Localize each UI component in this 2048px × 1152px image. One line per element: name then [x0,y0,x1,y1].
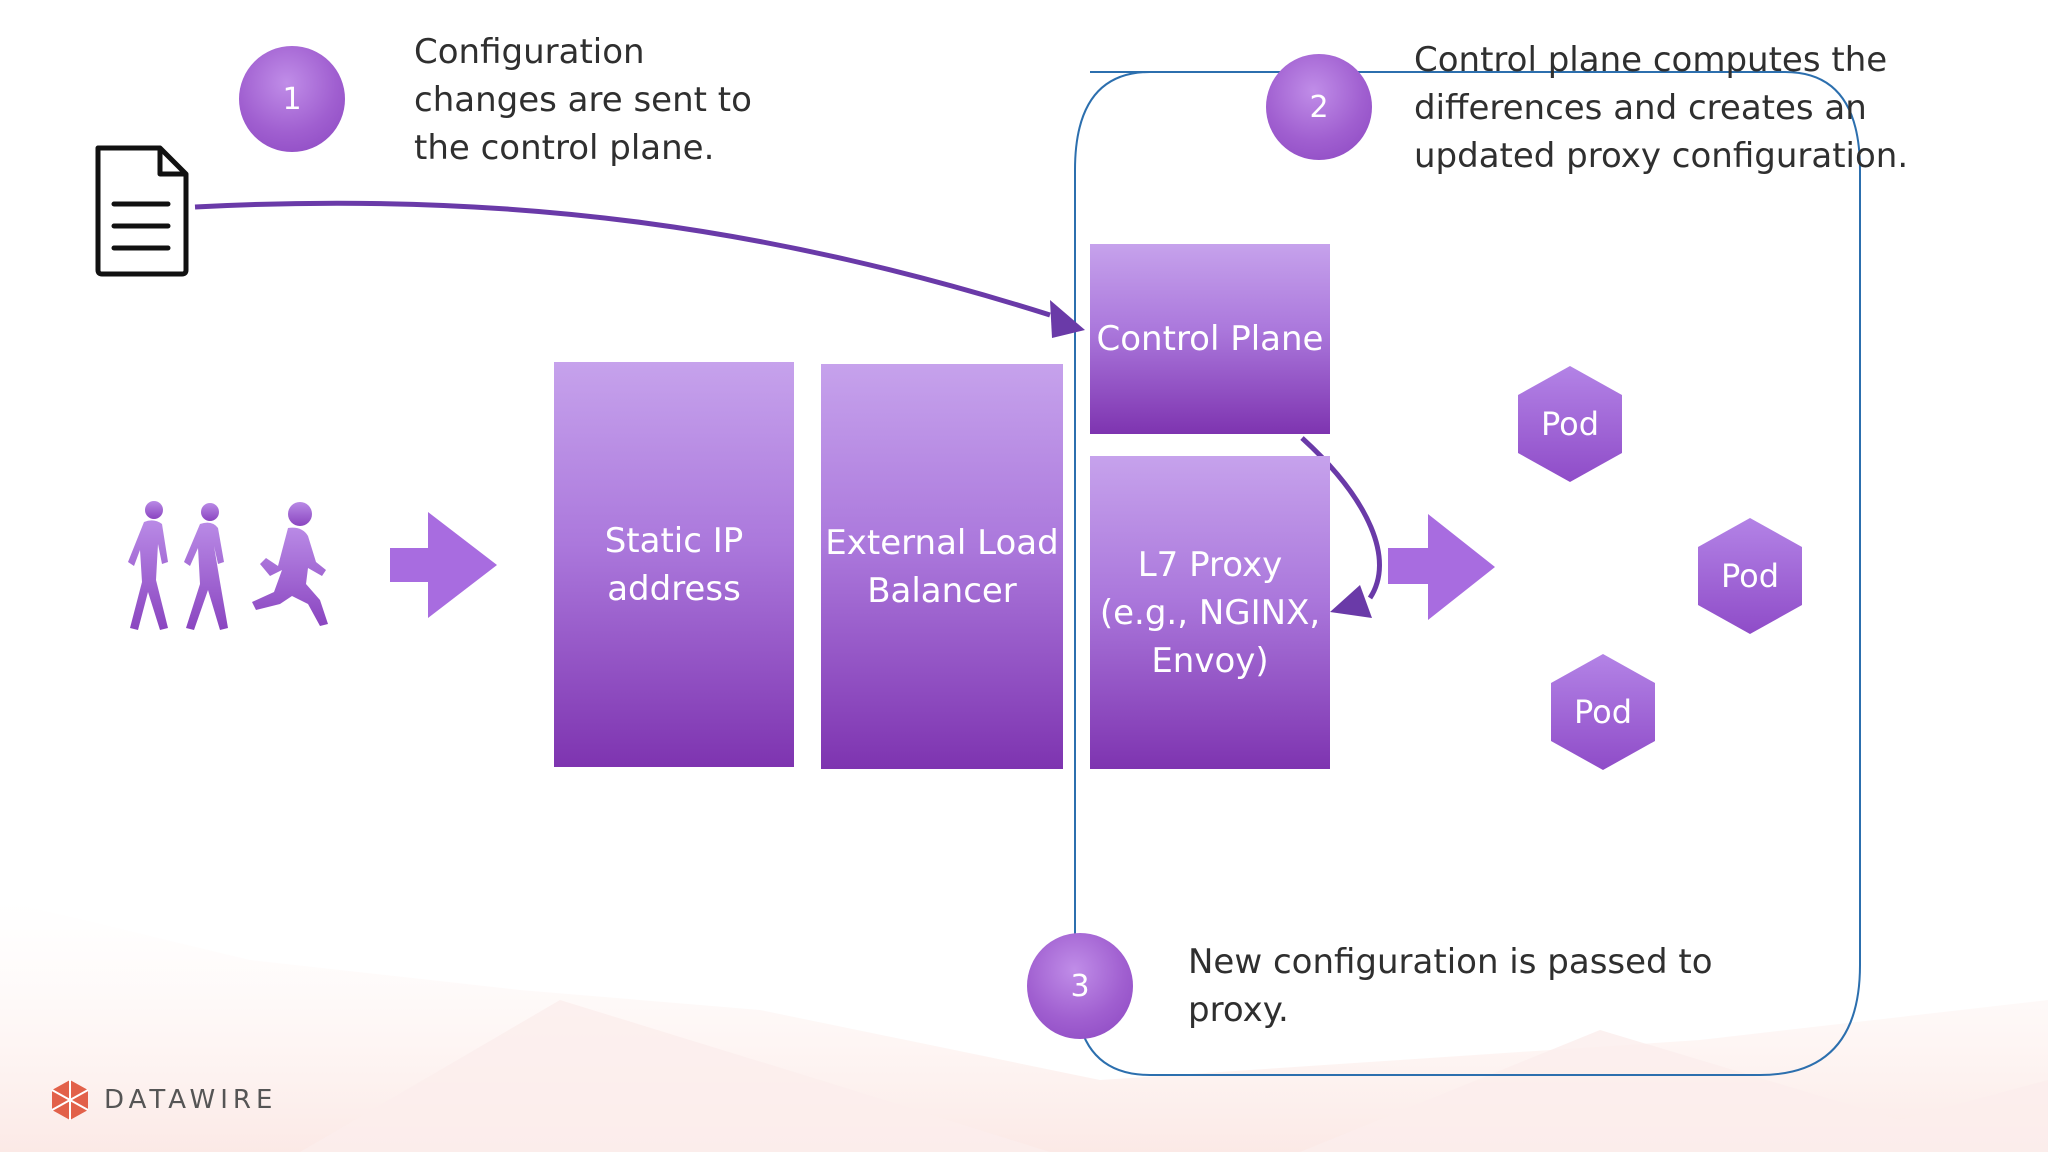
pod-2: Pod [1698,518,1802,634]
config-arrowhead [1050,300,1085,338]
people-walking-icon [128,501,328,630]
proxy-box: L7 Proxy (e.g., NGINX, Envoy) [1090,456,1330,769]
document-icon [95,145,189,277]
pod-label: Pod [1573,693,1633,731]
step-1-marker: 1 [239,46,345,152]
config-arrow [194,200,1051,318]
traffic-arrow-2 [1388,514,1495,620]
push-arrowhead [1330,585,1372,618]
traffic-arrow-1 [390,512,497,618]
control-plane-box: Control Plane [1090,244,1330,434]
brand-name: DATAWIRE [104,1085,278,1115]
control-plane-label: Control Plane [1096,319,1324,359]
step-3-note: New configuration is passed to proxy. [1188,942,1713,1030]
static-ip-box: Static IP address [554,362,794,767]
pod-3: Pod [1551,654,1655,770]
step-1-note: Configuration changes are sent to the co… [414,32,752,168]
proxy-label: L7 Proxy (e.g., NGINX, Envoy) [1099,544,1321,681]
load-balancer-label: External Load Balancer [825,522,1059,611]
pod-1: Pod [1518,366,1622,482]
pod-label: Pod [1540,405,1600,443]
step-3-marker: 3 [1027,933,1133,1039]
step-2-marker: 2 [1266,54,1372,160]
datawire-logo-icon [51,1080,89,1120]
brand: DATAWIRE [50,1078,277,1122]
load-balancer-box: External Load Balancer [821,364,1063,769]
static-ip-label: Static IP address [604,520,744,609]
pod-label: Pod [1720,557,1780,595]
step-2-note: Control plane computes the differences a… [1414,40,1909,176]
